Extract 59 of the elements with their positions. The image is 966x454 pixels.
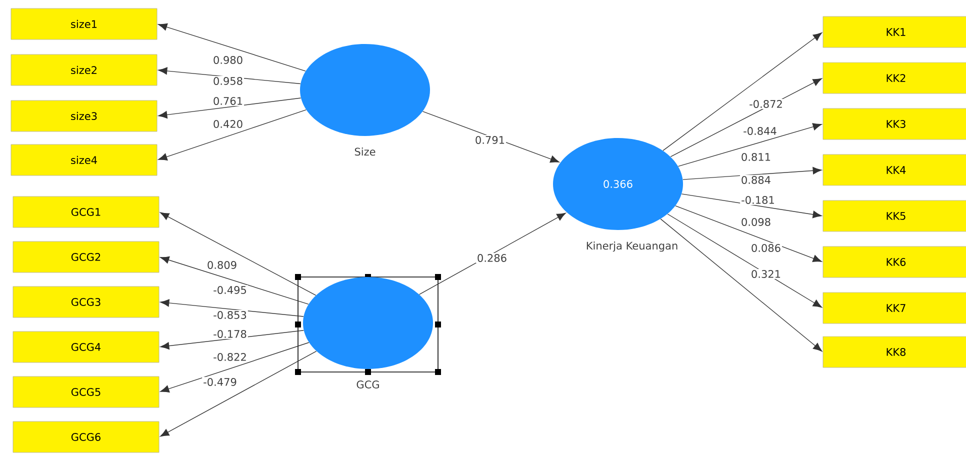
node-label: Size — [354, 148, 376, 156]
arrow — [662, 32, 822, 151]
indicator-box: GCG4 — [12, 331, 160, 363]
edge-label: 0.811 — [740, 152, 772, 162]
indicator-box: GCG6 — [12, 421, 160, 453]
edge-label: -0.844 — [742, 126, 778, 136]
arrow — [158, 23, 306, 72]
node-label: GCG — [356, 380, 379, 388]
edge-label: 0.980 — [212, 55, 244, 65]
indicator-box: KK1 — [822, 16, 966, 48]
arrow — [158, 98, 302, 118]
edge-label: 0.884 — [740, 175, 772, 185]
arrow — [160, 256, 309, 305]
arrow — [160, 350, 317, 437]
indicator-box: size3 — [10, 100, 158, 132]
arrow — [422, 111, 560, 163]
arrow — [160, 330, 304, 350]
edge-label: -0.853 — [212, 310, 248, 320]
indicator-box: GCG1 — [12, 196, 160, 228]
edge-label: 0.420 — [212, 119, 244, 129]
indicator-box: size2 — [10, 54, 158, 86]
edge-label: -0.178 — [212, 329, 248, 339]
indicator-box: KK7 — [822, 292, 966, 324]
indicator-box: KK2 — [822, 62, 966, 94]
edge-label: -0.181 — [740, 195, 776, 205]
indicator-box: GCG2 — [12, 241, 160, 273]
indicator-box: KK6 — [822, 246, 966, 278]
indicator-box: GCG3 — [12, 286, 160, 318]
indicator-box: KK4 — [822, 154, 966, 186]
arrow — [160, 342, 310, 393]
arrow — [682, 166, 822, 180]
indicator-box: GCG5 — [12, 376, 160, 408]
edge-label: 0.098 — [740, 217, 772, 227]
edge-label: 0.791 — [474, 135, 506, 145]
arrow — [660, 218, 822, 352]
arrow — [418, 212, 566, 295]
edge-label: 0.086 — [750, 243, 782, 253]
edge-label: -0.479 — [202, 377, 238, 387]
indicator-box: KK3 — [822, 108, 966, 140]
indicator-box: size4 — [10, 144, 158, 176]
arrow — [675, 206, 822, 262]
arrow — [158, 109, 306, 160]
edge-label: 0.958 — [212, 76, 244, 86]
arrow — [160, 212, 316, 296]
arrow — [681, 194, 822, 218]
edge-label: 0.321 — [750, 269, 782, 279]
arrow — [160, 299, 304, 317]
edge-label: 0.809 — [206, 260, 238, 270]
edge-label: -0.495 — [212, 285, 248, 295]
arrow — [667, 214, 822, 308]
edge-label: -0.822 — [212, 352, 248, 362]
arrow — [678, 123, 822, 167]
node-label: Kinerja Keuangan — [586, 242, 678, 252]
indicator-box: KK8 — [822, 336, 966, 368]
edge-label: -0.872 — [748, 99, 784, 109]
indicator-box: size1 — [10, 8, 158, 40]
edge-label: 0.761 — [212, 96, 244, 106]
edge-label: 0.286 — [476, 253, 508, 263]
indicator-box: KK5 — [822, 200, 966, 232]
